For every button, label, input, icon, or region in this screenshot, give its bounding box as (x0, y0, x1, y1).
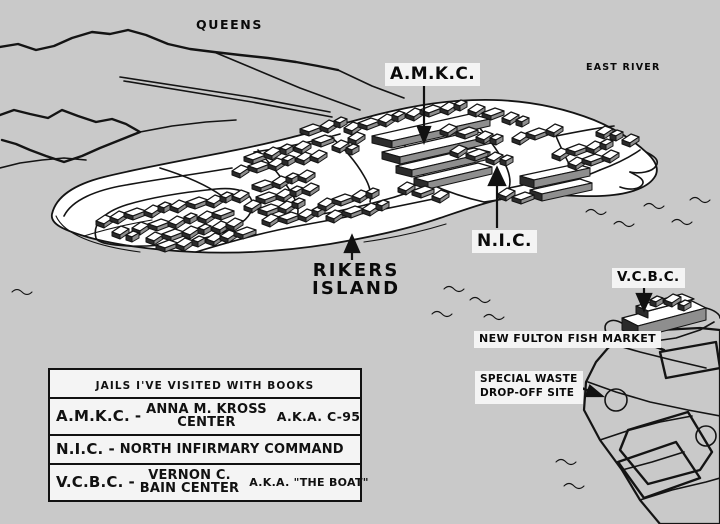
map-label-east-river: EAST RIVER (586, 62, 661, 73)
legend-full-name: ANNA M. KROSS CENTER (146, 403, 267, 429)
map-label-queens: QUEENS (196, 17, 263, 32)
legend-full-name: NORTH INFIRMARY COMMAND (120, 443, 344, 456)
legend-abbr: N.I.C. (56, 440, 104, 458)
legend-row-amkc: A.M.K.C. - ANNA M. KROSS CENTER A.K.A. C… (50, 399, 360, 436)
legend-title: JAILS I'VE VISITED WITH BOOKS (95, 380, 315, 392)
legend-aka: A.K.A. "THE BOAT" (249, 475, 369, 489)
legend-aka: A.K.A. C-95 (276, 408, 361, 424)
legend-full-line-1: ANNA M. KROSS (146, 402, 267, 417)
map-label-special-waste-drop-off-site: SPECIAL WASTE DROP-OFF SITE (475, 371, 583, 404)
special-waste-line-2: DROP-OFF SITE (480, 386, 575, 399)
map-label-new-fulton-fish-market: NEW FULTON FISH MARKET (474, 331, 662, 348)
special-waste-line-1: SPECIAL WASTE (480, 373, 578, 385)
legend-dash: - (108, 440, 115, 458)
rikers-line-1: RIKERS (312, 260, 400, 281)
legend-abbr: A.M.K.C. (56, 407, 130, 425)
legend-abbr: V.C.B.C. (56, 473, 124, 491)
legend-full-name: VERNON C. BAIN CENTER (140, 469, 239, 495)
map-label-rikers-island: RIKERS ISLAND (312, 262, 400, 298)
legend-full-line-2: BAIN CENTER (139, 481, 240, 496)
legend-full-line-1: NORTH INFIRMARY COMMAND (119, 441, 344, 457)
legend-dash: - (134, 407, 142, 425)
map-label-nic: N.I.C. (472, 230, 537, 254)
legend-row-nic: N.I.C. - NORTH INFIRMARY COMMAND (50, 436, 360, 465)
rikers-line-2: ISLAND (312, 278, 401, 299)
legend-row-vcbc: V.C.B.C. - VERNON C. BAIN CENTER A.K.A. … (50, 465, 368, 500)
legend-title-row: JAILS I'VE VISITED WITH BOOKS (50, 370, 360, 399)
legend-full-line-2: CENTER (177, 415, 236, 430)
map-label-vcbc: V.C.B.C. (612, 268, 685, 288)
legend-box: JAILS I'VE VISITED WITH BOOKS A.M.K.C. -… (48, 368, 368, 502)
legend-full-line-1: VERNON C. (148, 468, 231, 483)
map-label-amkc: A.M.K.C. (385, 63, 481, 87)
legend-dash: - (128, 473, 135, 491)
